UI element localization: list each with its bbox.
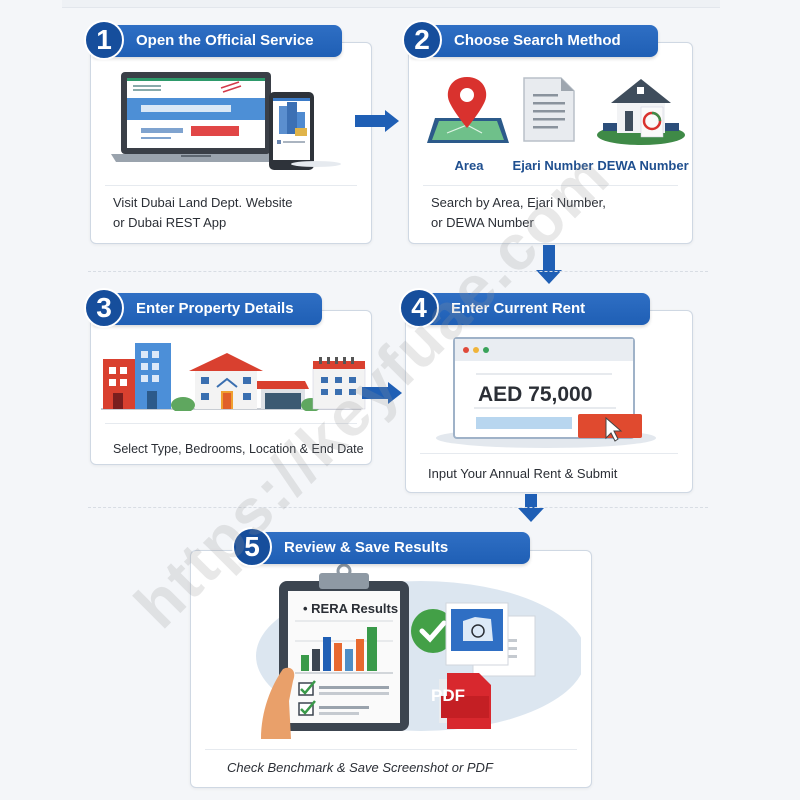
step-3-header: 3 Enter Property Details bbox=[84, 288, 322, 328]
step-number-badge: 1 bbox=[84, 20, 124, 60]
house-meter-icon bbox=[597, 79, 685, 145]
step-1-card: Visit Dubai Land Dept. Website or Dubai … bbox=[90, 42, 372, 244]
step-4-card: AED 75,000 Input Your Annual Rent & Subm… bbox=[405, 310, 693, 493]
step-5-header: 5 Review & Save Results bbox=[232, 527, 530, 567]
step-2-card: Area Ejari Number DEWA Number Search by … bbox=[408, 42, 693, 244]
step-4-description: Input Your Annual Rent & Submit bbox=[428, 466, 618, 481]
divider-line bbox=[105, 423, 357, 424]
property-types-illustration bbox=[101, 343, 366, 411]
description-line: Visit Dubai Land Dept. Website bbox=[113, 195, 293, 210]
row-divider bbox=[88, 271, 708, 272]
step-number-badge: 5 bbox=[232, 527, 272, 567]
divider-line bbox=[105, 185, 357, 186]
search-option-ejari: Ejari Number bbox=[512, 158, 594, 173]
step-1-description: Visit Dubai Land Dept. Website or Dubai … bbox=[113, 193, 292, 233]
step-title: Review & Save Results bbox=[284, 539, 449, 556]
divider-line bbox=[205, 749, 577, 750]
step-number-badge: 4 bbox=[399, 288, 439, 328]
map-pin-icon bbox=[427, 77, 509, 143]
step-2-header: 2 Choose Search Method bbox=[402, 20, 658, 60]
step-title: Choose Search Method bbox=[454, 32, 621, 49]
divider-line bbox=[420, 453, 678, 454]
step-5-description: Check Benchmark & Save Screenshot or PDF bbox=[227, 760, 493, 775]
rent-value: AED 75,000 bbox=[478, 383, 593, 406]
step-4-header: 4 Enter Current Rent bbox=[399, 288, 650, 328]
rent-form-illustration bbox=[436, 337, 656, 448]
step-number-badge: 3 bbox=[84, 288, 124, 328]
document-icon bbox=[523, 77, 575, 142]
results-title: • RERA Results bbox=[303, 601, 399, 616]
search-option-dewa: DEWA Number bbox=[597, 158, 689, 173]
step-3-card: Select Type, Bedrooms, Location & End Da… bbox=[90, 310, 372, 465]
description-line: or Dubai REST App bbox=[113, 215, 227, 230]
laptop-phone-illustration bbox=[111, 72, 341, 170]
top-strip bbox=[62, 0, 720, 8]
description-line: Search by Area, Ejari Number, bbox=[431, 195, 606, 210]
step-title: Enter Property Details bbox=[136, 300, 294, 317]
step-title: Open the Official Service bbox=[136, 32, 314, 49]
pdf-label: PDF bbox=[431, 686, 465, 705]
step-3-description: Select Type, Bedrooms, Location & End Da… bbox=[113, 442, 364, 456]
step-2-description: Search by Area, Ejari Number, or DEWA Nu… bbox=[431, 193, 606, 233]
description-line: or DEWA Number bbox=[431, 215, 534, 230]
divider-line bbox=[423, 185, 678, 186]
row-divider bbox=[88, 507, 708, 508]
step-1-header: 1 Open the Official Service bbox=[84, 20, 342, 60]
results-illustration bbox=[256, 563, 581, 739]
step-5-card: • RERA Results PDF Check Benchmark & Sav… bbox=[190, 550, 592, 788]
search-option-area: Area bbox=[454, 158, 484, 173]
step-title: Enter Current Rent bbox=[451, 300, 586, 317]
step-number-badge: 2 bbox=[402, 20, 442, 60]
